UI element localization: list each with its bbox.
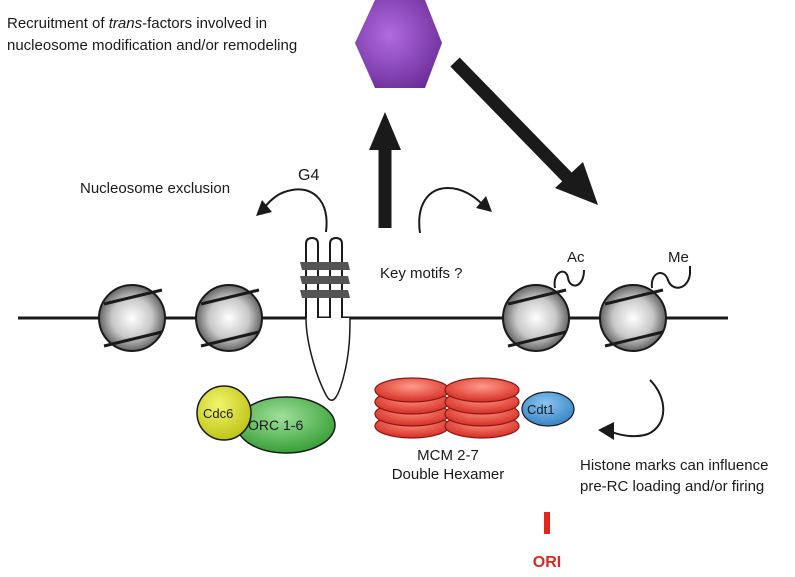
recruitment-text-line1: Recruitment of trans-factors involved in <box>7 15 267 32</box>
g4-quartet-3 <box>300 290 350 298</box>
acetylation-tail <box>553 269 585 289</box>
histone-marks-arrowhead <box>598 422 614 440</box>
cdt1-label: Cdt1 <box>527 402 554 417</box>
g4-label: G4 <box>298 167 319 184</box>
key-motifs-arrow <box>418 186 483 234</box>
mcm-label-line2: Double Hexamer <box>392 466 505 483</box>
orc-label: ORC 1-6 <box>248 417 303 433</box>
histone-marks-arrow <box>611 379 665 438</box>
up-arrow-head <box>369 112 401 150</box>
key-motifs-label: Key motifs ? <box>380 265 463 282</box>
cdt1-protein <box>521 391 575 427</box>
key-motifs-arrowhead <box>476 196 492 212</box>
nucleosome-exclusion-arrow <box>263 188 328 233</box>
diagonal-arrow-head <box>555 162 598 205</box>
g4-quartet-2 <box>300 276 350 284</box>
g4-loop <box>305 317 351 401</box>
nucleosome-2 <box>195 284 263 352</box>
mcm-label-line1: MCM 2-7 <box>417 447 479 464</box>
trans-factor-hexagon <box>355 0 442 88</box>
ac-label: Ac <box>567 249 585 266</box>
ori-label: ORI <box>533 554 561 571</box>
cdc6-protein <box>196 385 252 441</box>
me-label: Me <box>668 249 689 266</box>
mcm-double-hexamer <box>374 377 520 439</box>
diagonal-arrow-shaft <box>450 57 573 183</box>
ori-marker <box>544 512 550 534</box>
nucleosome-exclusion-arrowhead <box>256 200 272 216</box>
cdc6-label: Cdc6 <box>203 406 233 421</box>
nucleosome-3 <box>502 284 570 352</box>
methylation-tail <box>650 266 691 289</box>
recruitment-text-line2: nucleosome modification and/or remodelin… <box>7 37 297 54</box>
g4-quartet-1 <box>300 262 350 270</box>
histone-marks-line1: Histone marks can influence <box>580 457 768 474</box>
nucleosome-4 <box>599 284 667 352</box>
histone-marks-line2: pre-RC loading and/or firing <box>580 478 764 495</box>
nucleosome-exclusion-label: Nucleosome exclusion <box>80 180 230 197</box>
nucleosome-1 <box>98 284 166 352</box>
